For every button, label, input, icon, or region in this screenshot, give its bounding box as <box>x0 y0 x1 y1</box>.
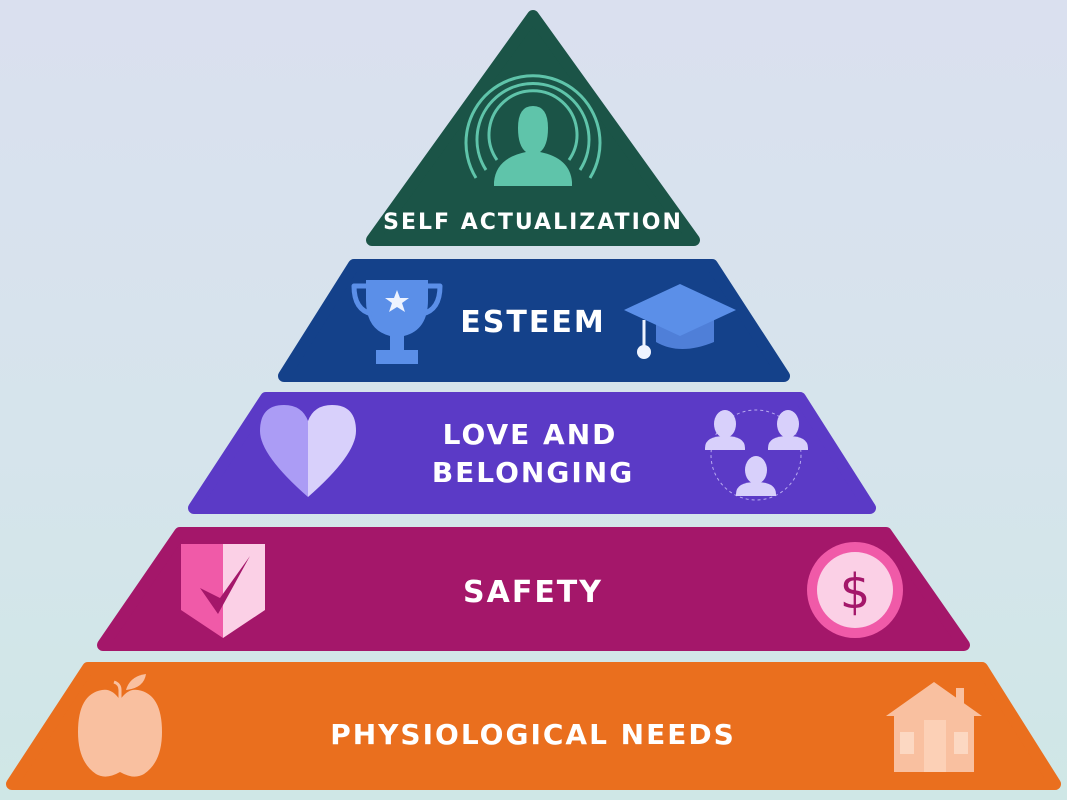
house-icon <box>886 682 982 772</box>
person-radiating-icon <box>464 74 602 186</box>
level-label: SAFETY <box>463 575 603 610</box>
svg-text:$: $ <box>840 564 871 620</box>
apple-icon <box>78 674 162 777</box>
level-label: SELF ACTUALIZATION <box>383 210 683 235</box>
dollar-coin-icon: $ <box>807 542 903 638</box>
graduation-cap-icon <box>624 284 736 359</box>
level-safety: SAFETY $ <box>97 527 970 651</box>
level-physiological-needs: PHYSIOLOGICAL NEEDS <box>6 662 1061 790</box>
trophy-star-icon <box>351 280 443 364</box>
people-group-icon <box>705 409 808 501</box>
level-label-line1: LOVE AND <box>443 418 618 451</box>
level-self-actualization: SELF ACTUALIZATION <box>366 10 700 246</box>
level-love-and-belonging: LOVE AND BELONGING <box>188 392 876 514</box>
level-esteem: ESTEEM <box>278 259 790 382</box>
heart-icon <box>260 405 356 497</box>
level-label: ESTEEM <box>460 305 605 340</box>
shield-check-icon <box>181 544 265 638</box>
level-label: PHYSIOLOGICAL NEEDS <box>330 718 736 751</box>
level-label-line2: BELONGING <box>432 456 634 489</box>
